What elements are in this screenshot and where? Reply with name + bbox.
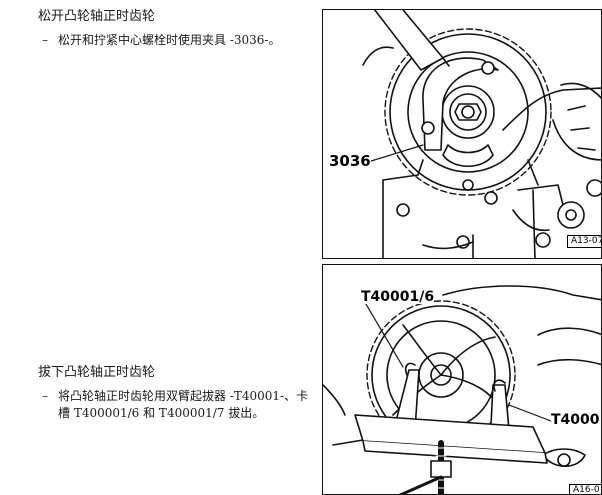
step-text: 将凸轮轴正时齿轮用双臂起拔器 -T40001-、卡槽 T400001/6 和 T… (58, 389, 309, 420)
figure-gear-puller-drawing (323, 285, 601, 494)
figure-reference: A16-0 (569, 484, 601, 494)
section-title: 拔下凸轮轴正时齿轮 (38, 365, 156, 380)
callout-label: T40001/6 (361, 289, 435, 305)
step-marker: – (42, 389, 48, 403)
figure-holding-tool-drawing (362, 10, 601, 258)
callout-label: T4000 (551, 412, 600, 428)
step-marker: – (42, 33, 48, 47)
instruction-step: – 松开和拧紧中心螺栓时使用夹具 -3036-。 (38, 32, 318, 49)
section-title: 松开凸轮轴正时齿轮 (38, 9, 156, 24)
callout-label: 3036 (329, 152, 371, 170)
figure-holding-tool: 3036 A13-07 (322, 9, 602, 259)
step-text: 松开和拧紧中心螺栓时使用夹具 -3036-。 (58, 33, 281, 47)
instruction-step: – 将凸轮轴正时齿轮用双臂起拔器 -T40001-、卡槽 T400001/6 和… (38, 388, 318, 422)
section-loosen-camshaft-gear: 松开凸轮轴正时齿轮 – 松开和拧紧中心螺栓时使用夹具 -3036-。 (38, 8, 318, 49)
section-remove-camshaft-gear: 拔下凸轮轴正时齿轮 – 将凸轮轴正时齿轮用双臂起拔器 -T40001-、卡槽 T… (38, 364, 318, 422)
figure-reference: A13-07 (567, 235, 601, 248)
figure-gear-puller: T40001/6 T4000 A16-0 (322, 264, 602, 495)
